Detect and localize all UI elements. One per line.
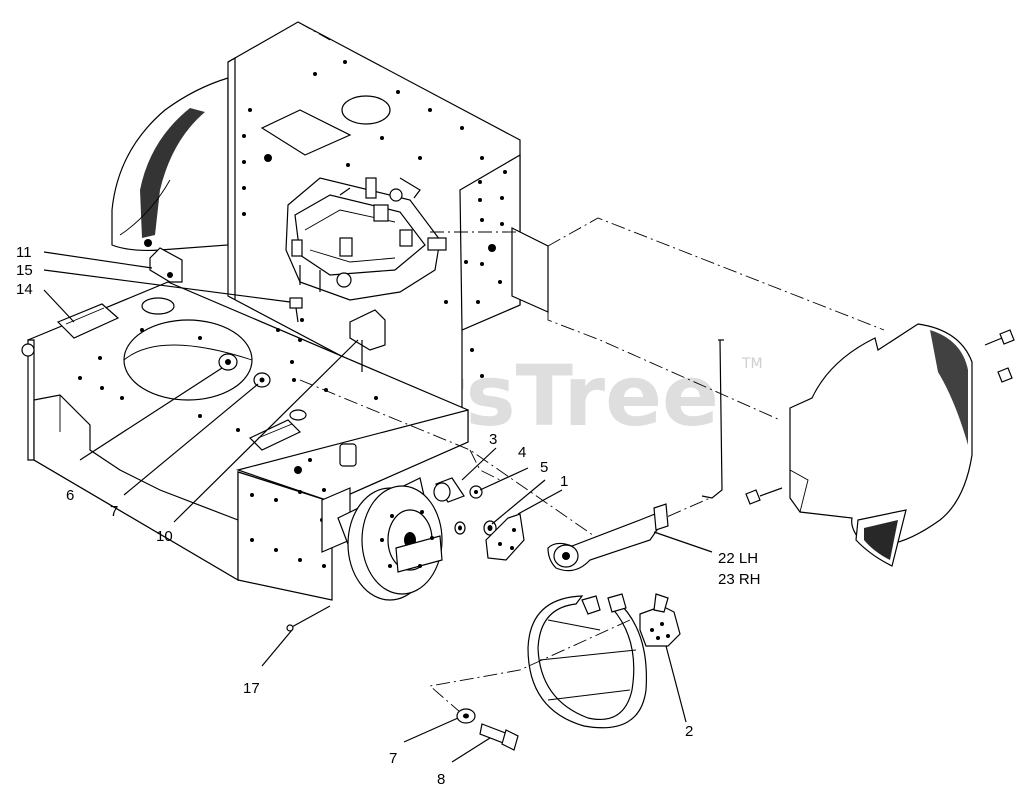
bolt-15	[289, 297, 303, 323]
bracket-10	[349, 309, 386, 372]
transmission-assembly	[285, 177, 447, 301]
callout-labels: 11 15 14 6 7 10 3 4 5 1 22 LH 23 RH 17 2…	[16, 244, 761, 788]
axle-parts	[433, 449, 501, 536]
callout-3: 3	[489, 431, 497, 448]
washer-7-upper	[253, 372, 271, 388]
left-shroud	[111, 77, 229, 252]
watermark-tm: TM	[741, 356, 763, 372]
callout-8: 8	[437, 771, 445, 788]
callout-15: 15	[16, 262, 33, 279]
callout-10: 10	[156, 528, 173, 545]
control-rod	[599, 339, 724, 541]
callout-17: 17	[243, 680, 260, 697]
callout-14: 14	[16, 281, 33, 298]
bracket-1	[485, 513, 525, 561]
callout-4: 4	[518, 444, 526, 461]
spacer-6	[218, 353, 238, 371]
leader-lines	[43, 251, 713, 763]
callout-7-lower: 7	[389, 750, 397, 767]
callout-1: 1	[560, 473, 568, 490]
cotter-pin-17	[286, 605, 331, 632]
callout-7-upper: 7	[110, 503, 118, 520]
callout-22-lh: 22 LH	[718, 550, 758, 567]
callout-23-rh: 23 RH	[718, 571, 761, 588]
brake-band	[428, 593, 681, 729]
right-shroud	[745, 323, 1015, 567]
callout-6: 6	[66, 487, 74, 504]
callout-2: 2	[685, 723, 693, 740]
brake-lever	[547, 503, 669, 572]
bracket-11	[149, 247, 183, 283]
washer-7-lower	[456, 708, 476, 724]
callout-11: 11	[16, 244, 32, 261]
assembly-phantom-lines	[299, 217, 885, 541]
wheel-hub	[321, 443, 443, 601]
bolt-8	[479, 723, 519, 751]
callout-5: 5	[540, 459, 548, 476]
